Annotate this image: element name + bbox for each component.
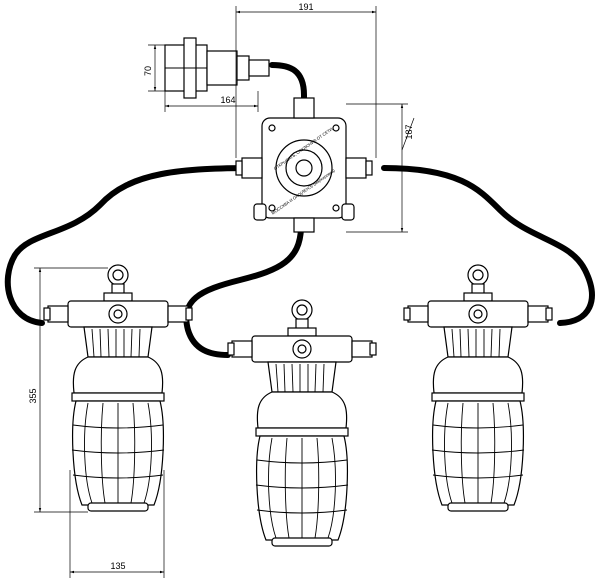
lamp-right <box>403 264 553 512</box>
dim-lamp-height: 355 <box>28 388 38 403</box>
plug-connector <box>164 37 270 99</box>
cables <box>4 62 595 358</box>
dim-lamp-width: 135 <box>110 561 125 571</box>
lamp-center <box>227 299 377 547</box>
dim-total-width: 191 <box>298 2 313 12</box>
dim-plug-length: 164 <box>220 95 235 105</box>
lamp-left <box>43 264 193 512</box>
dim-plug-height: 70 <box>143 66 153 76</box>
dim-box-height: 187 <box>404 124 414 139</box>
dimensions: 191 70 164 187 355 135 <box>28 2 415 578</box>
junction-box: ОТКРЫВАТЬ, ОТКЛЮЧИВ ОТ СЕТИ МОССКВА И ОА… <box>235 97 373 233</box>
